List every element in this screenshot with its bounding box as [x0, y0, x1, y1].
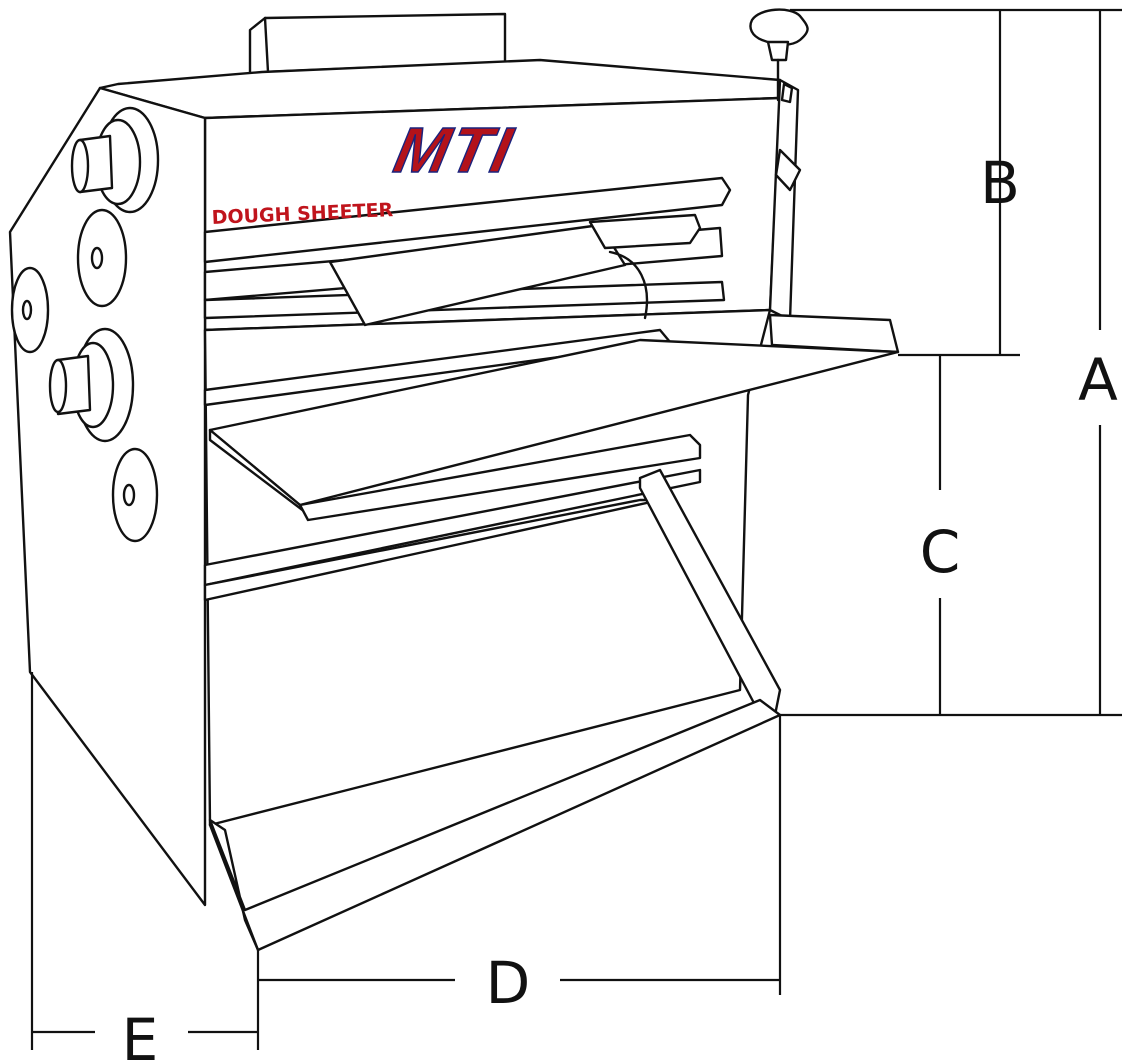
lower-roller-bars — [203, 468, 702, 602]
dimension-label-b: B — [980, 149, 1020, 217]
drive-wheels — [10, 106, 160, 543]
upper-tray — [208, 338, 900, 522]
dimension-label-c: C — [920, 518, 961, 586]
brand-logo: MTI — [388, 113, 521, 187]
dimension-lines — [30, 8, 1122, 1050]
logo-text: MTI — [388, 114, 520, 186]
scraper-plate — [328, 213, 702, 327]
side-plate — [768, 78, 900, 354]
lower-catch-tray — [208, 468, 782, 952]
dimension-label-d: D — [486, 949, 531, 1017]
dimension-label-e: E — [122, 1006, 159, 1061]
dimension-label-a: A — [1078, 346, 1118, 414]
adjustment-knob-icon — [749, 8, 809, 104]
